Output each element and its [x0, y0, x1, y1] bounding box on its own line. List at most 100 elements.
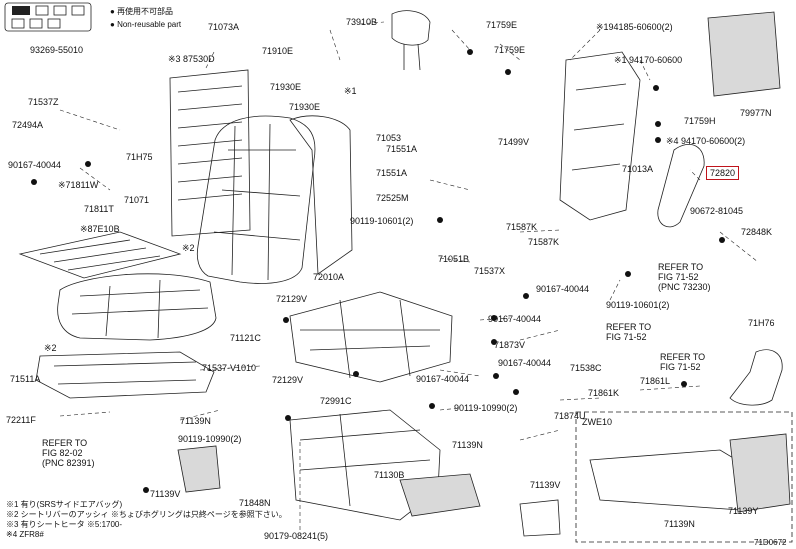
part-label[interactable]: 71759E [486, 20, 518, 30]
legend-reusable: ● 再使用不可部品 [110, 6, 173, 17]
seat-cushion [57, 273, 217, 341]
legend-nonreusable-text: Non-reusable part [117, 20, 182, 29]
part-label[interactable]: 71071 [124, 195, 150, 205]
part-label[interactable]: ※1 [344, 86, 357, 96]
part-label[interactable]: REFER TO [606, 322, 652, 332]
part-label[interactable]: 71053 [376, 133, 402, 143]
part-label[interactable]: ZWE10 [582, 417, 613, 427]
part-label[interactable]: REFER TO [42, 438, 88, 448]
part-label[interactable]: 71511A [10, 374, 41, 384]
footnote-4: ※4 ZFR8# [6, 530, 44, 539]
part-label[interactable]: 71759E [494, 45, 526, 55]
part-label[interactable]: 71551A [386, 144, 418, 154]
legend: ● 再使用不可部品 ● Non-reusable part [4, 2, 234, 42]
part-label[interactable]: 90119-10990(2) [454, 403, 518, 413]
part-label[interactable]: 90119-10601(2) [606, 300, 670, 310]
part-label[interactable]: 73910B [346, 17, 378, 27]
part-label[interactable]: 71051B [438, 254, 470, 264]
part-label[interactable]: 90167-40044 [488, 314, 542, 324]
part-label[interactable]: ※194185-60600(2) [596, 22, 673, 32]
part-label[interactable]: FIG 71-52 [660, 362, 701, 372]
legend-icon [4, 2, 92, 32]
part-label[interactable]: 90179-08241(5) [264, 531, 329, 541]
part-label[interactable]: 71587K [528, 237, 560, 247]
part-label[interactable]: 90119-10601(2) [350, 216, 414, 226]
part-label[interactable]: 90167-40044 [8, 160, 62, 170]
part-label[interactable]: ※2 [182, 243, 195, 253]
seatback-cushion [196, 115, 316, 284]
part-label[interactable]: 79977N [740, 108, 772, 118]
dot-icon: ● [110, 7, 118, 16]
part-label[interactable]: FIG 71-52 [606, 332, 647, 342]
part-label[interactable]: 71930E [270, 82, 302, 92]
part-label[interactable]: 72129V [272, 375, 304, 385]
part-label[interactable]: 71861L [640, 376, 671, 386]
lumbar-pad [657, 144, 705, 228]
part-label[interactable]: 71587K [506, 222, 538, 232]
part-label[interactable]: 71121C [230, 333, 261, 343]
headrest [391, 10, 431, 46]
part-label[interactable]: FIG 71-52 [658, 272, 699, 282]
part-label[interactable]: 71759H [684, 116, 716, 126]
part-label[interactable]: (PNC 82391) [42, 458, 95, 468]
footnote-3: ※3 有りシートヒータ ※5:1700- [6, 520, 123, 529]
part-label[interactable]: 72525M [376, 193, 409, 203]
part-label[interactable]: 71537-V1010 [202, 363, 257, 373]
part-label[interactable]: ※1 94170-60600 [614, 55, 683, 65]
part-label[interactable]: 90119-10990(2) [178, 434, 242, 444]
part-label[interactable]: 71499V [498, 137, 530, 147]
part-label[interactable]: 71910E [262, 46, 294, 56]
part-label[interactable]: 71538C [570, 363, 602, 373]
seatback-frame [559, 51, 641, 221]
part-label[interactable]: 90167-40044 [416, 374, 470, 384]
part-label[interactable]: (PNC 73230) [658, 282, 711, 292]
part-label[interactable]: ※71811W [58, 180, 99, 190]
part-label[interactable]: 71130B [374, 470, 405, 480]
footnote-2: ※2 シートリバーのアッシィ ※ちょびホグリングは只終ページを参照下さい。 [6, 510, 287, 519]
highlighted-part-number[interactable]: 72820 [706, 166, 740, 180]
part-label[interactable]: 71H76 [748, 318, 775, 328]
part-label[interactable]: 90167-40044 [536, 284, 590, 294]
fastener-markers [31, 49, 725, 493]
part-label[interactable]: 71013A [622, 164, 654, 174]
part-label[interactable]: ※3 87530D [168, 54, 215, 64]
part-label[interactable]: 71873V [494, 340, 526, 350]
part-label[interactable]: 71139N [452, 440, 483, 450]
part-label[interactable]: 71139Y [728, 506, 759, 516]
footnotes: ※1 有り(SRSサイドエアバッグ) ※2 シートリバーのアッシィ ※ちょびホグ… [6, 500, 287, 540]
part-label[interactable]: 71139N [664, 519, 695, 529]
part-label[interactable]: 71930E [289, 102, 321, 112]
part-label[interactable]: 90672-81045 [690, 206, 744, 216]
part-label[interactable]: 71861K [588, 388, 620, 398]
part-label[interactable]: 72991C [320, 396, 352, 406]
part-label[interactable]: 71139V [150, 489, 181, 499]
part-label[interactable]: 71848N [239, 498, 271, 508]
part-label[interactable]: 72494A [12, 120, 44, 130]
part-label[interactable]: ※4 94170-60600(2) [666, 136, 746, 146]
part-label[interactable]: 71874U [554, 411, 586, 421]
part-label[interactable]: 71537X [474, 266, 506, 276]
legend-nonreusable: ● Non-reusable part [110, 20, 181, 29]
diagram-id: 71D0672 [754, 538, 787, 547]
part-label[interactable]: 71811T [84, 204, 114, 214]
part-label[interactable]: 71139V [530, 480, 561, 490]
part-label[interactable]: FIG 82-02 [42, 448, 83, 458]
part-label[interactable]: 93269-55010 [30, 45, 84, 55]
part-label[interactable]: 71139N [180, 416, 211, 426]
part-label[interactable]: 72010A [313, 272, 345, 282]
part-label[interactable]: REFER TO [660, 352, 706, 362]
part-label[interactable]: 71551A [376, 168, 408, 178]
part-label[interactable]: 90167-40044 [498, 358, 552, 368]
part-label[interactable]: 71H75 [126, 152, 153, 162]
part-label[interactable]: ※87E10B [80, 224, 120, 234]
part-label[interactable]: 71073A [208, 22, 240, 32]
part-label[interactable]: REFER TO [658, 262, 704, 272]
footnote-1: ※1 有り(SRSサイドエアバッグ) [6, 500, 123, 509]
part-label[interactable]: 72211F [6, 415, 36, 425]
part-label[interactable]: 71537Z [28, 97, 59, 107]
part-label[interactable]: 72848K [741, 227, 773, 237]
part-label[interactable]: ※2 [44, 343, 57, 353]
part-label[interactable]: 72129V [276, 294, 308, 304]
